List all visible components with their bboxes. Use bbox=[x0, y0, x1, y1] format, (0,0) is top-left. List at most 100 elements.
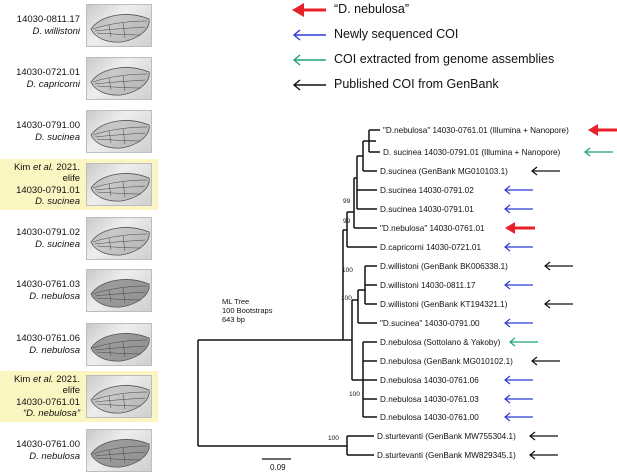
wing-photo bbox=[86, 323, 152, 366]
tip-label: D.willistoni 14030-0811.17 bbox=[380, 281, 476, 290]
tree-alignment-length: 643 bp bbox=[222, 315, 245, 324]
wing-icon bbox=[90, 227, 150, 256]
wing-photo bbox=[86, 429, 152, 472]
tip-label: "D.nebulosa" 14030-0761.01 bbox=[380, 224, 485, 233]
scale-bar-label: 0.09 bbox=[270, 463, 286, 472]
blue-arrow-icon bbox=[504, 185, 533, 195]
tip-label: D.nebulosa 14030-0761.06 bbox=[380, 376, 479, 385]
wing-icon bbox=[90, 333, 150, 362]
species-name: D. sucinea bbox=[35, 196, 80, 207]
legend-label: Newly sequenced COI bbox=[334, 27, 459, 41]
specimen-code: 14030-0791.00 bbox=[16, 120, 80, 131]
wing-photo bbox=[86, 375, 152, 418]
legend-item-blue: Newly sequenced COI bbox=[292, 25, 612, 47]
bootstrap-value: 100 bbox=[328, 435, 339, 442]
species-name: “D. nebulosa” bbox=[22, 408, 80, 419]
legend: “D. nebulosa” Newly sequenced COI COI ex… bbox=[292, 0, 612, 112]
citation-journal: 2021. elife bbox=[53, 373, 80, 397]
citation-etal: et al. bbox=[32, 373, 54, 385]
black-arrow-icon bbox=[531, 356, 560, 366]
blue-arrow-icon bbox=[504, 412, 533, 422]
tip-label: D.capricorni 14030-0721.01 bbox=[380, 243, 481, 252]
legend-label: COI extracted from genome assemblies bbox=[334, 52, 555, 66]
tip-label: D.sturtevanti (GenBank MW755304.1) bbox=[377, 432, 516, 441]
tip-label: D.willistoni (GenBank KT194321.1) bbox=[380, 300, 508, 309]
tip-label: D.nebulosa (GenBank MG010102.1) bbox=[380, 357, 513, 366]
species-name: D. nebulosa bbox=[29, 290, 80, 302]
species-name: D. willistoni bbox=[32, 25, 80, 37]
species-name: D. nebulosa bbox=[29, 450, 80, 462]
specimen-code: 14030-0761.00 bbox=[16, 439, 80, 450]
species-name: D. sucinea bbox=[35, 131, 80, 143]
tip-label: D.willistoni (GenBank BK006338.1) bbox=[380, 262, 508, 271]
black-arrow-icon bbox=[529, 431, 558, 441]
blue-arrow-icon bbox=[504, 280, 533, 290]
wing-icon bbox=[90, 279, 150, 308]
specimen-code: 14030-0811.17 bbox=[16, 14, 80, 25]
wing-icon bbox=[90, 67, 150, 96]
legend-item-black: Published COI from GenBank bbox=[292, 75, 612, 97]
legend-label: “D. nebulosa” bbox=[334, 2, 410, 16]
tip-label: "D.nebulosa" 14030-0761.01 (Illumina + N… bbox=[383, 126, 569, 135]
citation: Kim et al. 2021. elife bbox=[0, 374, 80, 397]
wing-icon bbox=[90, 14, 150, 43]
wing-icon bbox=[90, 385, 150, 414]
species-name: D. sucinea bbox=[35, 238, 80, 250]
species-name: D. capricorni bbox=[26, 78, 80, 90]
tip-label: "D.sucinea" 14030-0791.00 bbox=[380, 319, 480, 328]
tip-label: D.nebulosa 14030-0761.03 bbox=[380, 395, 479, 404]
bootstrap-value: 100 bbox=[342, 267, 353, 274]
tip-label: D.sturtevanti (GenBank MW829345.1) bbox=[377, 451, 516, 460]
species-name: D. nebulosa bbox=[29, 344, 80, 356]
tree-bootstraps: 100 Bootstraps bbox=[222, 306, 273, 315]
green-arrow-icon bbox=[292, 54, 326, 66]
blue-arrow-icon bbox=[504, 204, 533, 214]
red-arrow-icon bbox=[505, 222, 535, 234]
legend-item-green: COI extracted from genome assemblies bbox=[292, 50, 612, 72]
legend-label: Published COI from GenBank bbox=[334, 77, 499, 91]
tip-label: D.nebulosa (Sottolano & Yakoby) bbox=[380, 338, 501, 347]
specimen-code: 14030-0721.01 bbox=[16, 67, 80, 78]
blue-arrow-icon bbox=[292, 29, 326, 41]
blue-arrow-icon bbox=[504, 375, 533, 385]
black-arrow-icon bbox=[544, 299, 573, 309]
citation: Kim et al. 2021. elife bbox=[0, 162, 80, 185]
black-arrow-icon bbox=[292, 79, 326, 91]
black-arrow-icon bbox=[531, 166, 560, 176]
wing-icon bbox=[90, 120, 150, 149]
red-arrow-icon bbox=[588, 124, 617, 136]
wing-photo bbox=[86, 57, 152, 100]
black-arrow-icon bbox=[544, 261, 573, 271]
wing-photo bbox=[86, 4, 152, 47]
black-arrow-icon bbox=[529, 450, 558, 460]
wing-icon bbox=[90, 173, 150, 202]
tree-info: ML Tree 100 Bootstraps 643 bp bbox=[222, 297, 272, 324]
wing-photo bbox=[86, 110, 152, 153]
wing-icon bbox=[90, 439, 150, 468]
tip-label: D.sucinea 14030-0791.02 bbox=[380, 186, 474, 195]
citation-etal: et al. bbox=[32, 161, 54, 173]
specimen-code: 14030-0791.02 bbox=[16, 227, 80, 238]
tip-label: D.sucinea (GenBank MG010103.1) bbox=[380, 167, 508, 176]
specimen-code: 14030-0761.06 bbox=[16, 333, 80, 344]
bootstrap-value: 100 bbox=[341, 295, 352, 302]
bootstrap-value: 99 bbox=[343, 198, 351, 205]
